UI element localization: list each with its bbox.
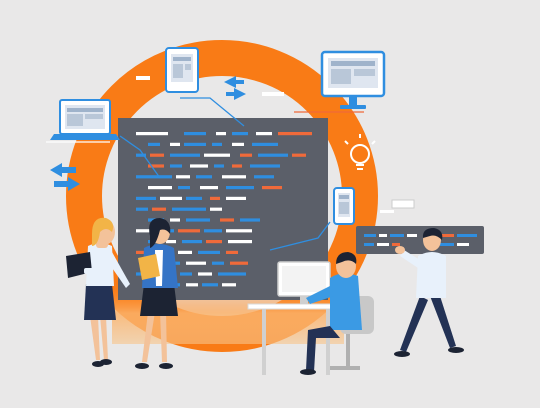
code-line-segment — [218, 272, 246, 276]
code-line-segment — [186, 261, 206, 265]
code-line-segment — [166, 240, 176, 244]
code-line-segment — [186, 196, 202, 200]
code-line-segment — [170, 218, 180, 222]
desk-monitor — [277, 261, 331, 304]
code-line-segment — [232, 142, 244, 146]
connector-line — [180, 97, 245, 127]
code-line-segment — [206, 240, 222, 244]
code-line-segment — [178, 186, 190, 190]
code-line-segment — [212, 261, 224, 265]
code-line-segment — [200, 186, 218, 190]
code-line-segment — [186, 283, 198, 287]
code-line-segment — [136, 207, 148, 211]
code-line-segment — [240, 218, 260, 222]
code-line-segment — [232, 164, 242, 168]
connector-lines — [46, 97, 364, 251]
tablet-icon — [165, 47, 199, 93]
woman-with-folder — [135, 218, 178, 369]
connector-line — [119, 135, 161, 179]
code-line-segment — [136, 153, 146, 157]
code-line-segment — [226, 250, 238, 254]
code-line-segment — [136, 229, 154, 233]
code-line-segment — [228, 240, 252, 244]
code-line-segment — [186, 218, 210, 222]
code-line-segment — [292, 153, 306, 157]
lightbulb-icon — [344, 134, 376, 170]
code-line-segment — [256, 132, 272, 136]
code-line-segment — [150, 153, 164, 157]
sync-arrows-icon — [224, 76, 246, 100]
code-line-segment — [170, 153, 200, 157]
code-line-segment — [252, 142, 278, 146]
code-line-segment — [172, 207, 206, 211]
code-line-segment — [198, 272, 212, 276]
code-line-segment — [148, 142, 160, 146]
woman-with-laptop — [66, 217, 130, 367]
code-line-segment — [170, 142, 180, 146]
code-line-segment — [220, 218, 234, 222]
code-line-segment — [258, 153, 288, 157]
code-snippet-lines — [364, 234, 477, 246]
standing-man — [394, 228, 464, 357]
code-line-segment — [180, 272, 192, 276]
code-line-segment — [214, 164, 224, 168]
code-line-segment — [198, 250, 220, 254]
code-line-segment — [226, 196, 246, 200]
code-line-segment — [216, 132, 226, 136]
code-line-segment — [136, 196, 156, 200]
code-line-segment — [176, 175, 190, 179]
code-line-segment — [170, 164, 182, 168]
code-line-segment — [148, 186, 172, 190]
ui-fragment — [380, 210, 394, 213]
code-line-segment — [262, 186, 282, 190]
code-line-segment — [182, 240, 202, 244]
code-line-segment — [222, 283, 236, 287]
code-line-segment — [136, 175, 172, 179]
code-line-segment — [184, 142, 206, 146]
code-line-segment — [250, 164, 280, 168]
smartphone-icon — [333, 187, 355, 225]
code-line-segment — [278, 132, 312, 136]
ui-fragment — [136, 76, 150, 80]
code-line-segment — [202, 283, 218, 287]
code-line-segment — [152, 207, 166, 211]
code-snippet-box — [356, 226, 484, 254]
sync-arrows-icon — [50, 163, 80, 191]
code-line-segment — [212, 142, 222, 146]
seated-man — [300, 252, 374, 375]
code-line-segment — [222, 175, 246, 179]
code-line-segment — [254, 175, 274, 179]
code-line-segment — [226, 186, 254, 190]
code-line-segment — [210, 207, 222, 211]
code-line-segment — [196, 175, 212, 179]
connector-line — [269, 221, 331, 251]
code-line-segment — [184, 132, 206, 136]
code-line-segment — [148, 164, 164, 168]
code-line-segment — [178, 229, 200, 233]
code-line-segment — [160, 196, 182, 200]
code-line-segment — [204, 153, 230, 157]
code-line-segment — [136, 250, 150, 254]
code-line-segment — [136, 132, 168, 136]
code-line-segment — [178, 250, 192, 254]
desktop-monitor-icon — [320, 50, 386, 109]
code-line-segment — [232, 132, 248, 136]
ui-fragment — [391, 199, 415, 209]
code-line-segment — [210, 196, 220, 200]
code-line-segment — [226, 229, 252, 233]
ui-fragment — [262, 92, 284, 96]
code-line-segment — [230, 261, 248, 265]
code-line-segment — [190, 164, 208, 168]
laptop-icon — [50, 99, 120, 140]
code-line-segment — [204, 229, 222, 233]
code-line-segment — [240, 153, 252, 157]
